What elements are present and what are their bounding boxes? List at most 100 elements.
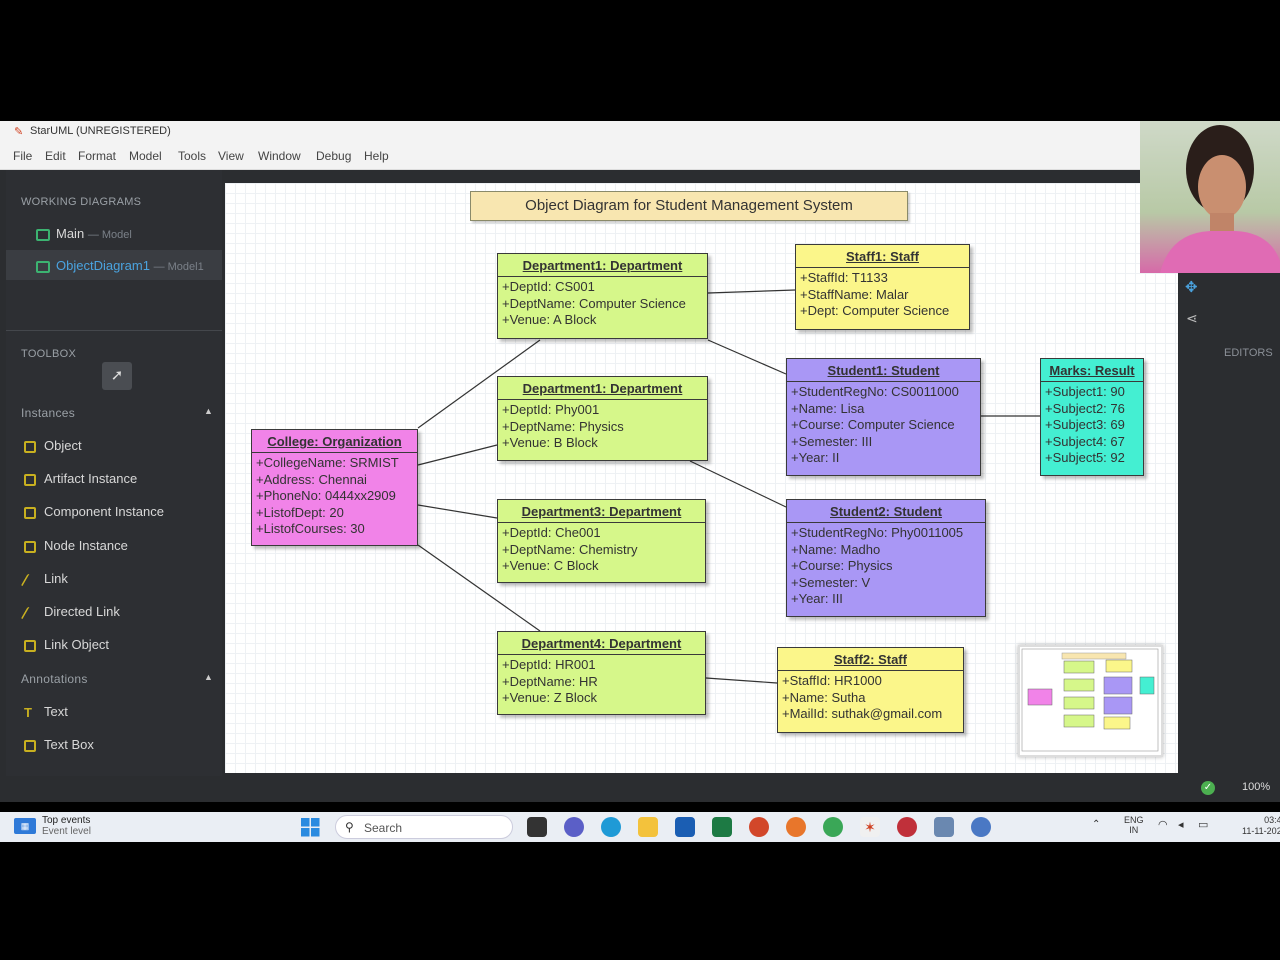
select-tool-pointer-icon[interactable]: ➚ — [102, 362, 132, 390]
tool-link-object[interactable]: Link Object — [24, 637, 109, 652]
mail-icon[interactable] — [934, 817, 954, 837]
menu-file[interactable]: File — [13, 149, 33, 163]
object-department4-name: Department4: Department — [498, 632, 705, 655]
battery-icon[interactable]: ▭ — [1198, 819, 1209, 831]
object-department1[interactable]: Department1: Department +DeptId: CS001 +… — [497, 253, 708, 339]
link-college-dept4 — [417, 544, 541, 632]
tool-component-instance[interactable]: Component Instance — [24, 504, 164, 519]
tray-expand-icon[interactable]: ⌃ — [1092, 819, 1101, 830]
menu-window[interactable]: Window — [258, 149, 301, 163]
tool-link-label: Link — [44, 571, 68, 586]
menu-model[interactable]: Model — [129, 149, 162, 163]
annotations-collapse-icon[interactable]: ▲ — [204, 672, 213, 682]
wifi-icon[interactable]: ◠ — [1158, 819, 1168, 831]
zoom-level[interactable]: 100% — [1242, 781, 1271, 793]
working-diagram-main-sub: — Model — [87, 229, 132, 241]
object-department4[interactable]: Department4: Department +DeptId: HR001 +… — [497, 631, 706, 715]
tool-object-label: Object — [44, 438, 82, 453]
object-department2-name: Department1: Department — [498, 377, 707, 400]
attribute: +ListofDept: 20 — [256, 504, 344, 520]
file-explorer-icon[interactable] — [638, 817, 658, 837]
firefox-icon[interactable] — [786, 817, 806, 837]
attribute: +Subject1: 90 — [1045, 384, 1125, 399]
tool-text-box[interactable]: Text Box — [24, 737, 94, 752]
clock[interactable]: 03:4011-11-2023 — [1242, 815, 1280, 837]
attribute: +Venue: C Block — [502, 558, 599, 573]
attribute: +Course: Computer Science — [791, 417, 955, 432]
attribute: +CollegeName: SRMIST — [256, 455, 399, 470]
working-diagram-objectdiagram1-label: ObjectDiagram1 — [56, 258, 150, 273]
attribute: +Name: Sutha — [782, 689, 866, 705]
object-student2[interactable]: Student2: Student +StudentRegNo: Phy0011… — [786, 499, 986, 617]
object-college-name: College: Organization — [252, 430, 417, 453]
attribute: +Dept: Computer Science — [800, 303, 950, 318]
tool-artifact-instance[interactable]: Artifact Instance — [24, 471, 137, 486]
attribute: +Year: III — [791, 591, 843, 606]
status-bar — [0, 776, 1280, 802]
chat-icon[interactable] — [564, 817, 584, 837]
object-student1[interactable]: Student1: Student +StudentRegNo: CS00110… — [786, 358, 981, 476]
taskbar-search[interactable]: ⚲ Search — [335, 815, 513, 839]
attribute: +DeptId: Che001 — [502, 525, 601, 540]
object-staff1-name: Staff1: Staff — [796, 245, 969, 268]
validation-ok-icon[interactable]: ✓ — [1201, 781, 1215, 795]
component-instance-icon — [24, 506, 36, 519]
share-icon[interactable]: ⋖ — [1186, 310, 1198, 326]
attribute: +StaffName: Malar — [800, 286, 909, 302]
menu-view[interactable]: View — [218, 149, 244, 163]
excel-icon[interactable] — [712, 817, 732, 837]
object-marks[interactable]: Marks: Result +Subject1: 90 +Subject2: 7… — [1040, 358, 1144, 476]
diagram-minimap[interactable] — [1018, 645, 1163, 757]
tool-node-instance[interactable]: Node Instance — [24, 538, 128, 553]
object-college[interactable]: College: Organization +CollegeName: SRMI… — [251, 429, 418, 546]
link-dept1-student1 — [707, 339, 787, 375]
windows-start-icon[interactable] — [301, 818, 320, 837]
window-title: StarUML (UNREGISTERED) — [30, 125, 171, 137]
menu-edit[interactable]: Edit — [45, 149, 66, 163]
menu-tools[interactable]: Tools — [178, 149, 207, 163]
attribute: +DeptName: Physics — [502, 418, 624, 434]
object-department3-name: Department3: Department — [498, 500, 705, 523]
working-diagram-objectdiagram1-sub: — Model1 — [153, 261, 204, 273]
attribute: +Address: Chennai — [256, 471, 367, 487]
menu-debug[interactable]: Debug — [316, 149, 352, 163]
attribute: +Subject2: 76 — [1045, 400, 1125, 416]
word-icon[interactable] — [675, 817, 695, 837]
staruml-taskbar-icon[interactable]: ✶ — [860, 817, 880, 837]
edge-browser-icon[interactable] — [601, 817, 621, 837]
object-staff2[interactable]: Staff2: Staff +StaffId: HR1000 +Name: Su… — [777, 647, 964, 733]
working-diagram-main[interactable]: Main — Model — [36, 226, 132, 241]
settings-gear-icon[interactable] — [971, 817, 991, 837]
diagram-title[interactable]: Object Diagram for Student Management Sy… — [470, 191, 908, 221]
object-staff1[interactable]: Staff1: Staff +StaffId: T1133 +StaffName… — [795, 244, 970, 330]
tool-object[interactable]: Object — [24, 438, 82, 453]
tool-link[interactable]: Link — [20, 571, 68, 586]
object-department2[interactable]: Department1: Department +DeptId: Phy001 … — [497, 376, 708, 461]
volume-icon[interactable]: ◂ — [1178, 819, 1184, 831]
move-icon[interactable]: ✥ — [1185, 279, 1198, 296]
widgets-subtitle: Event level — [42, 826, 91, 837]
diagram-icon — [36, 228, 50, 241]
instances-collapse-icon[interactable]: ▲ — [204, 406, 213, 416]
menu-help[interactable]: Help — [364, 149, 389, 163]
attribute: +DeptName: HR — [502, 673, 598, 689]
attribute: +Venue: Z Block — [502, 690, 598, 705]
powerpoint-icon[interactable] — [749, 817, 769, 837]
clock-date: 11-11-2023 — [1242, 826, 1280, 836]
tool-directed-link[interactable]: Directed Link — [20, 604, 120, 619]
task-view-icon[interactable] — [527, 817, 547, 837]
object-department3[interactable]: Department3: Department +DeptId: Che001 … — [497, 499, 706, 583]
menu-format[interactable]: Format — [78, 149, 117, 163]
window-titlebar: ✎ StarUML (UNREGISTERED) — [0, 121, 1140, 143]
attribute: +Semester: III — [791, 433, 873, 449]
right-panel — [1178, 275, 1280, 802]
tool-artifact-instance-label: Artifact Instance — [44, 471, 138, 486]
recorder-icon[interactable] — [897, 817, 917, 837]
chrome-icon[interactable] — [823, 817, 843, 837]
attribute: +Name: Madho — [791, 541, 881, 557]
minimap-preview — [1021, 648, 1159, 752]
working-diagram-objectdiagram1[interactable]: ObjectDiagram1 — Model1 — [36, 258, 204, 273]
